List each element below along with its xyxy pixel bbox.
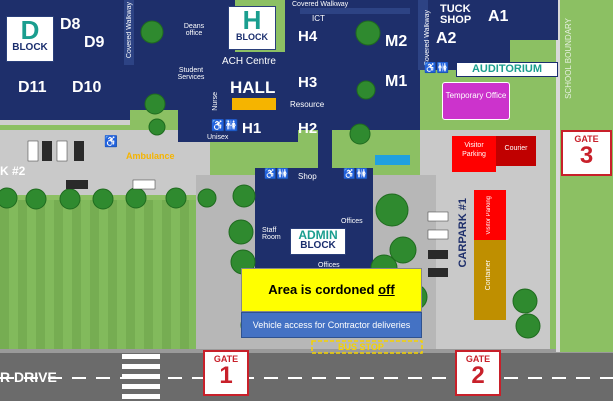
room-h4: H4: [298, 28, 318, 45]
admin-block-logo: ADMIN BLOCK: [290, 228, 346, 255]
resource-label: Resource: [290, 100, 325, 109]
toilet-icon-a: ♿🚻: [424, 63, 449, 74]
h-block-letter: H: [242, 5, 262, 35]
room-d9: D9: [84, 34, 105, 51]
gate-2-word: GATE: [465, 354, 491, 364]
h-block-logo: H BLOCK: [228, 6, 276, 50]
toilet-icon-h: ♿🚻: [211, 120, 239, 132]
nurse-label: Nurse: [212, 92, 219, 111]
d-block-word: BLOCK: [12, 42, 48, 53]
main-road: [0, 352, 613, 401]
carpark-1-label: CARPARK #1: [457, 198, 469, 268]
offices-label-2: Offices: [318, 262, 340, 269]
gate-3-number: 3: [579, 142, 594, 169]
cordoned-text: Area is cordoned: [268, 282, 379, 297]
staff-room-label: Staff Room: [262, 227, 281, 241]
cordoned-area: Area is cordoned off: [241, 268, 422, 312]
ambulance-icon: ♿: [104, 136, 118, 148]
contractor-access: Vehicle access for Contractor deliveries: [241, 312, 422, 338]
gate-1-number: 1: [219, 362, 233, 389]
bus-stop-label: BUS STOP: [338, 342, 384, 352]
gate-3-sign: GATE 3: [561, 130, 612, 176]
ambulance-label: Ambulance: [126, 151, 175, 161]
admin-block-line-1: ADMIN: [298, 228, 338, 242]
carpark-2-label: K #2: [0, 164, 26, 178]
temporary-office-label: Temporary Office: [445, 91, 507, 100]
drive-label: R DRIVE: [0, 369, 57, 385]
contractor-access-label: Vehicle access for Contractor deliveries: [252, 320, 411, 330]
admin-block-line-2: BLOCK: [300, 240, 336, 251]
temporary-office: Temporary Office: [442, 82, 510, 120]
hall-label: HALL: [230, 78, 276, 97]
tuck-shop-line-1: TUCK: [440, 3, 471, 15]
room-d11: D11: [18, 79, 47, 96]
room-h1: H1: [242, 120, 262, 137]
offices-label-1: Offices: [341, 218, 363, 225]
gate-1-word: GATE: [213, 354, 239, 364]
auditorium-sign: AUDITORIUM: [456, 62, 558, 77]
pedestrian-crossing: [122, 354, 160, 399]
school-boundary-label: SCHOOL BOUNDARY: [564, 18, 573, 99]
shop-label: Shop: [298, 172, 317, 181]
d-block-letter: D: [20, 15, 40, 45]
covered-walkway-left-label: Covered Walkway: [126, 2, 133, 59]
container-area: Container: [474, 240, 506, 320]
ach-centre-label: ACH Centre: [222, 56, 276, 67]
room-m2: M2: [385, 33, 408, 50]
hall-building: [178, 52, 298, 142]
container-label: Container: [485, 260, 492, 291]
room-h3: H3: [298, 74, 318, 91]
gate-3-word: GATE: [574, 134, 599, 144]
visitor-parking-top: Visitor Parking: [452, 136, 496, 172]
sports-field: [0, 200, 196, 350]
h-block-word: BLOCK: [236, 32, 268, 42]
blue-marker: [375, 155, 410, 165]
room-a2: A2: [436, 30, 457, 47]
covered-walkway-right-label: Covered Walkway: [424, 10, 431, 67]
ict-label: ICT: [312, 14, 325, 23]
courier-area: Courier: [496, 136, 536, 166]
visitor-parking-side-label: Visitor Parking: [486, 196, 492, 235]
buildings: [0, 0, 558, 268]
cordoned-off-text: off: [378, 282, 395, 297]
room-d10: D10: [72, 79, 102, 96]
hall-sign: [232, 98, 276, 110]
courier-label: Courier: [504, 145, 528, 152]
room-a1: A1: [488, 8, 509, 25]
unisex-label: Unisex: [207, 134, 229, 141]
deans-office-label: Deans office: [183, 23, 205, 37]
covered-walkway-top-label: Covered Walkway: [292, 1, 349, 8]
toilet-icon-admin-1: ♿🚻: [264, 169, 289, 180]
toilet-icon-admin-2: ♿🚻: [343, 169, 368, 180]
visitor-parking-top-label: Visitor Parking: [462, 142, 486, 158]
gate-2-sign: GATE 2: [455, 350, 501, 396]
d-block-logo: D BLOCK: [6, 16, 54, 62]
visitor-parking-side: Visitor Parking: [474, 190, 506, 240]
parked-cars: [27, 140, 449, 277]
gate-1-sign: GATE 1: [203, 350, 249, 396]
room-m1: M1: [385, 73, 408, 90]
gate-2-number: 2: [471, 362, 485, 389]
student-services-label: Student Services: [177, 67, 205, 81]
room-d8: D8: [60, 16, 81, 33]
tuck-shop-line-2: SHOP: [440, 14, 472, 26]
room-h2: H2: [298, 120, 318, 137]
